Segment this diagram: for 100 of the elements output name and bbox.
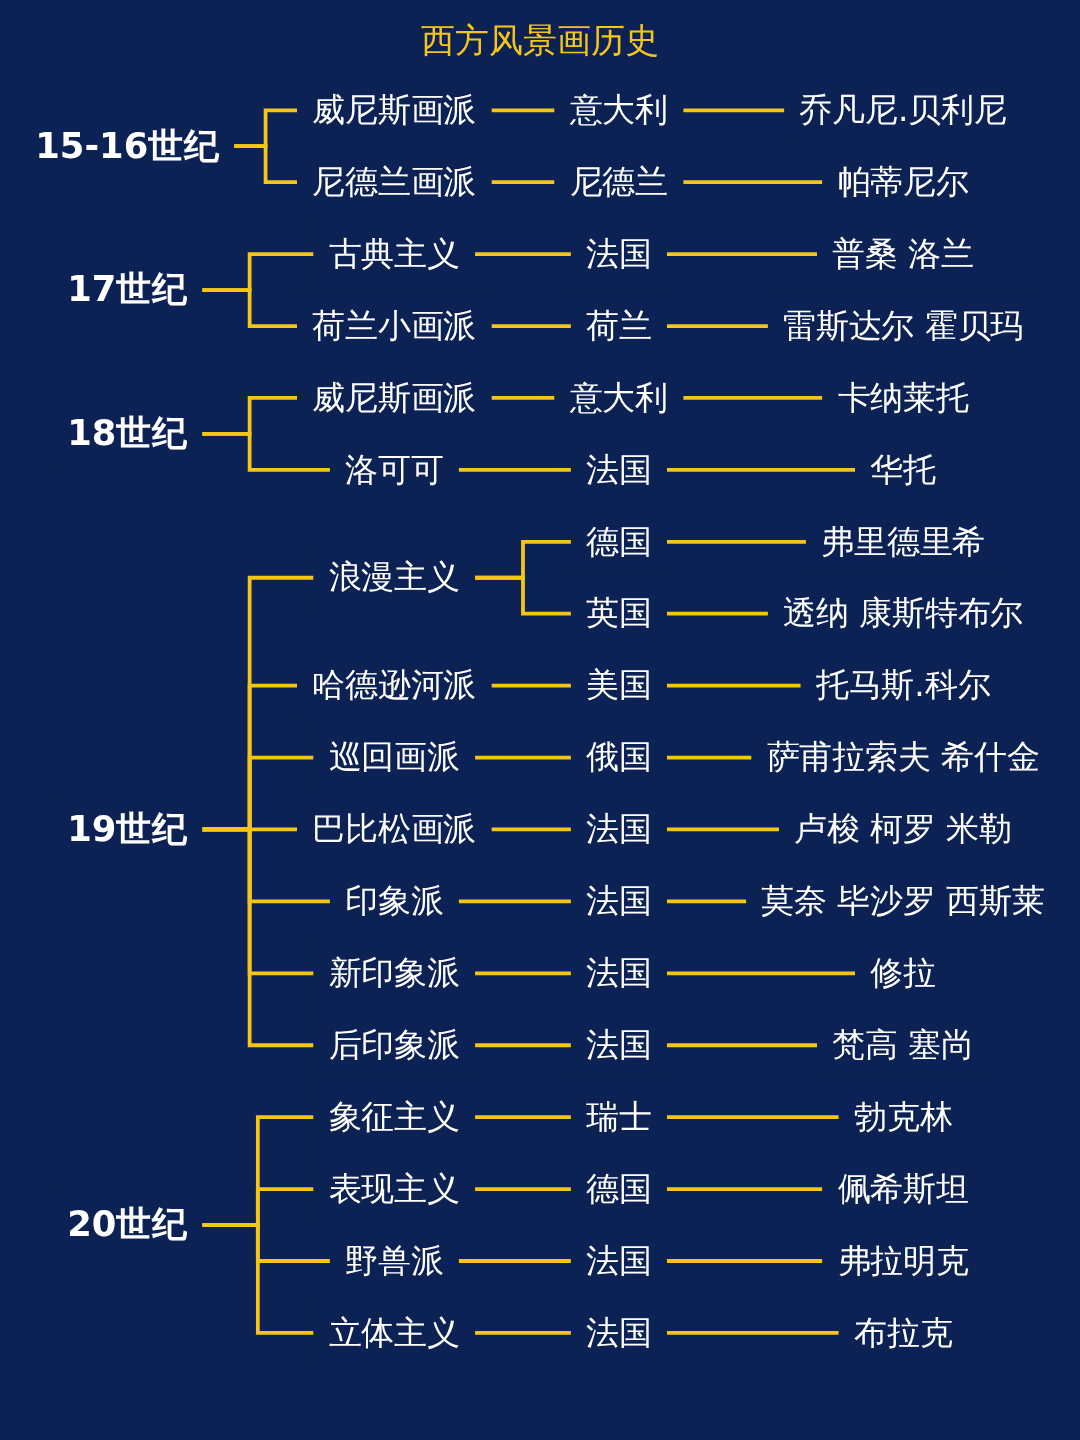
node-text: 巡回画派	[328, 738, 460, 776]
connector	[475, 1043, 571, 1048]
node-text: 19世纪	[67, 808, 187, 850]
connector	[491, 108, 555, 113]
node-text: 法国	[586, 809, 652, 848]
node-text: 莫奈 毕沙罗 西斯莱	[761, 881, 1045, 920]
node-text: 托马斯.科尔	[815, 666, 991, 704]
node-text: 野兽派	[345, 1241, 444, 1280]
node-text: 威尼斯画派	[312, 90, 477, 129]
connector	[666, 1043, 818, 1048]
connector	[666, 899, 747, 904]
node-text: 意大利	[569, 90, 669, 129]
connector	[491, 180, 555, 185]
connector	[666, 252, 818, 256]
node-text: 意大利	[569, 378, 669, 417]
connector	[475, 755, 571, 760]
node-text: 法国	[586, 1025, 652, 1064]
connector	[202, 1223, 314, 1335]
connector	[666, 1331, 839, 1335]
connector	[491, 324, 571, 328]
node-text: 荷兰小画派	[312, 306, 477, 345]
node-text: 瑞士	[586, 1097, 652, 1136]
connector	[458, 899, 571, 904]
node-text: 尼德兰画派	[312, 162, 477, 201]
connector	[666, 1259, 823, 1263]
node-text: 15-16世纪	[35, 124, 219, 167]
connector	[666, 827, 780, 832]
connector	[666, 611, 768, 616]
node-text: 18世纪	[67, 412, 187, 455]
node-text: 法国	[586, 1241, 652, 1280]
node-text: 梵高 塞尚	[832, 1025, 974, 1064]
node-text: 弗里德里希	[821, 522, 986, 561]
node-text: 法国	[586, 1313, 652, 1352]
connector	[666, 683, 801, 688]
connector	[683, 396, 823, 400]
connector	[666, 755, 752, 760]
connector	[666, 1115, 839, 1120]
node-text: 德国	[586, 522, 652, 561]
connector	[491, 827, 571, 832]
node-text: 俄国	[586, 738, 652, 776]
node-text: 洛可可	[345, 450, 444, 489]
node-text: 巴比松画派	[312, 809, 477, 848]
node-text: 古典主义	[328, 234, 460, 273]
node-text: 乔凡尼.贝利尼	[799, 90, 1007, 129]
node-text: 英国	[586, 594, 652, 633]
connector	[666, 467, 856, 472]
connector	[683, 108, 785, 113]
node-text: 佩希斯坦	[837, 1169, 969, 1208]
node-text: 浪漫主义	[328, 558, 460, 597]
node-text: 透纳 康斯特布尔	[783, 594, 1024, 633]
node-text: 后印象派	[328, 1025, 460, 1064]
node-text: 法国	[586, 881, 652, 920]
connector	[475, 971, 571, 976]
node-text: 尼德兰	[569, 162, 669, 201]
node-text: 修拉	[870, 953, 936, 992]
node-text: 帕蒂尼尔	[837, 162, 969, 201]
node-text: 荷兰	[586, 306, 652, 345]
node-text: 勃克林	[853, 1097, 953, 1136]
connector	[666, 324, 768, 328]
diagram: 15-16世纪 威尼斯画派 意大利 乔凡尼.贝利尼 尼德兰画派 尼德兰 帕蒂尼尔 17世纪 古典主义 法国 普桑 洛兰 荷兰小画派 荷兰 雷斯达尔 霍贝玛 18世纪 威尼斯画派 意大利 卡纳莱托 洛可可 法国 华托 19世纪 浪漫主义 德国 弗里德里希 英国 透纳 康斯特布尔 哈德逊河派 美国 托马斯.科尔 巡回画派 俄国 萨甫拉索夫 希什金 巴比松画派 法国 卢梭 柯罗 米勒 印象派 法国 莫奈 毕沙罗 西斯莱 新印象派 法国 修拉 后印象派 法国 梵高 塞尚 20世纪 象征主义 瑞士 勃克林 表现主义 德国 佩希斯坦 野兽派 法国 弗拉明克 立体主义 法国 布拉克	[10, 68, 1070, 1376]
node-text: 立体主义	[328, 1313, 460, 1352]
connector	[202, 827, 314, 1048]
connector	[458, 467, 571, 472]
connector	[475, 252, 571, 256]
node-text: 法国	[586, 234, 652, 273]
node-text: 弗拉明克	[837, 1241, 969, 1280]
connector	[491, 683, 571, 688]
title: 西方风景画历史	[420, 19, 660, 62]
node-text: 哈德逊河派	[312, 666, 477, 704]
node-text: 20世纪	[67, 1203, 187, 1246]
node-text: 法国	[586, 450, 652, 489]
node-text: 印象派	[345, 881, 444, 920]
node-text: 美国	[586, 666, 652, 704]
connector	[234, 144, 298, 185]
node-text: 象征主义	[328, 1097, 460, 1136]
connector	[683, 180, 823, 185]
connector	[475, 1187, 571, 1191]
connector	[666, 539, 806, 544]
node-text: 17世纪	[67, 268, 187, 311]
node-text: 卢梭 柯罗 米勒	[794, 809, 1012, 848]
node-text: 萨甫拉索夫 希什金	[766, 738, 1040, 776]
node-text: 华托	[870, 450, 936, 489]
connector	[475, 1331, 571, 1335]
connector	[666, 1187, 823, 1191]
node-text: 卡纳莱托	[837, 378, 969, 417]
node-text: 普桑 洛兰	[832, 234, 974, 273]
node-text: 德国	[586, 1169, 652, 1208]
connector	[475, 1115, 571, 1120]
node-text: 表现主义	[328, 1169, 460, 1208]
connector	[202, 288, 298, 328]
connector	[202, 432, 330, 472]
connector	[475, 575, 571, 616]
node-text: 雷斯达尔 霍贝玛	[783, 306, 1024, 345]
node-text: 新印象派	[328, 953, 460, 992]
node-text: 法国	[586, 953, 652, 992]
connector	[491, 396, 555, 400]
connector	[458, 1259, 571, 1263]
node-text: 威尼斯画派	[312, 378, 477, 417]
node-text: 布拉克	[853, 1313, 953, 1352]
connector	[666, 971, 856, 976]
